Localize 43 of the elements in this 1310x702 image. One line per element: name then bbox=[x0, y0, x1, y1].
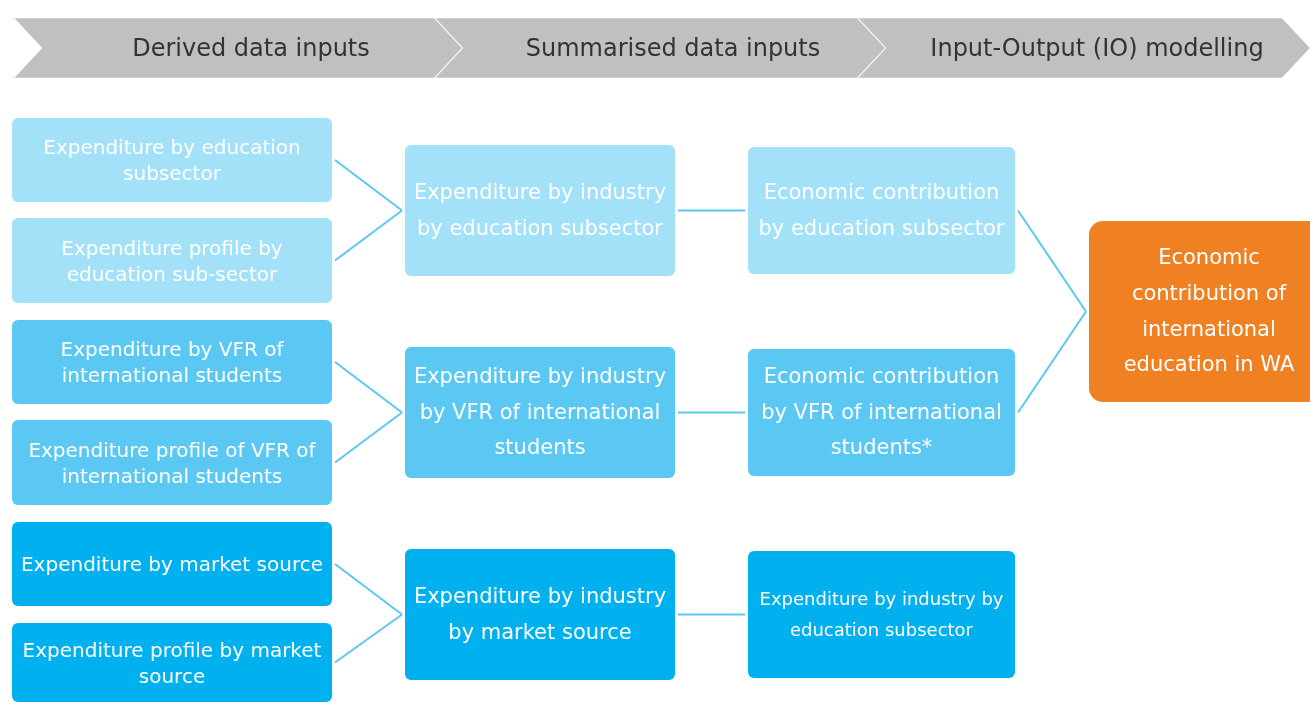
process-box bbox=[12, 420, 332, 505]
process-box bbox=[748, 147, 1015, 274]
process-box bbox=[12, 118, 332, 202]
process-box bbox=[405, 549, 675, 680]
process-box bbox=[748, 349, 1015, 476]
box-text: Economic contribution by VFR of international students* bbox=[760, 362, 1003, 462]
process-box bbox=[12, 522, 332, 606]
box-text: Expenditure profile by education sub-sector bbox=[60, 234, 284, 287]
process-box bbox=[405, 347, 675, 478]
process-box bbox=[12, 218, 332, 303]
connector-line bbox=[334, 159, 403, 212]
process-box bbox=[12, 320, 332, 404]
chevron-step bbox=[435, 18, 885, 78]
box-text: Expenditure by market source bbox=[21, 551, 323, 577]
connector-line bbox=[334, 361, 403, 414]
connector-line bbox=[1017, 310, 1087, 414]
process-box bbox=[748, 551, 1015, 678]
step-title: Summarised data inputs bbox=[525, 34, 821, 62]
connector-line bbox=[1017, 209, 1087, 313]
chevron-step bbox=[858, 18, 1310, 78]
box-text: Expenditure by industry by market source bbox=[412, 582, 668, 646]
box-text: Expenditure profile by market source bbox=[21, 636, 323, 689]
connector-line bbox=[677, 613, 746, 616]
connector-line bbox=[334, 411, 403, 464]
process-box bbox=[405, 145, 675, 276]
box-text: Economic contribution by education subsector bbox=[757, 178, 1006, 242]
connector-line bbox=[677, 209, 746, 212]
process-box bbox=[12, 623, 332, 702]
connector-line bbox=[334, 613, 403, 664]
box-text: Expenditure by industry by VFR of international students bbox=[412, 362, 668, 462]
chevron-step bbox=[14, 18, 462, 78]
box-text: Expenditure by industry by education subsector bbox=[412, 178, 668, 242]
step-title: Derived data inputs bbox=[132, 34, 370, 62]
step-title: Input-Output (IO) modelling bbox=[930, 34, 1264, 62]
box-text: Expenditure by industry by education subsector bbox=[758, 586, 1005, 642]
connector-line bbox=[677, 411, 746, 414]
box-text: Expenditure profile of VFR of international students bbox=[27, 436, 317, 489]
box-text: Expenditure by VFR of international students bbox=[59, 336, 285, 388]
box-text: Economic contribution of international education in WA bbox=[1122, 244, 1296, 379]
box-text: Expenditure by education subsector bbox=[42, 134, 302, 186]
connector-line bbox=[334, 563, 403, 616]
process-box bbox=[1089, 221, 1310, 402]
connector-line bbox=[334, 209, 403, 262]
